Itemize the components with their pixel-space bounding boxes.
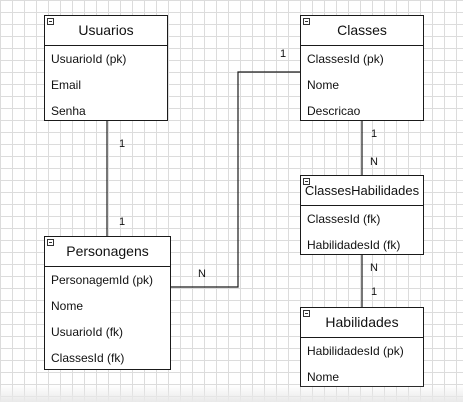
entity-field[interactable]: UsuarioId (fk) bbox=[51, 325, 124, 339]
collapse-icon[interactable] bbox=[47, 239, 54, 246]
entity-title: Personagens bbox=[66, 243, 149, 259]
connector-classes-personagens bbox=[170, 71, 300, 288]
entity-field[interactable]: Email bbox=[51, 78, 82, 92]
entity-header-classeshabilidades[interactable]: ClassesHabilidades bbox=[301, 176, 423, 206]
entity-title: Classes bbox=[337, 22, 387, 38]
entity-field[interactable]: Descricao bbox=[307, 104, 361, 118]
entity-title: ClassesHabilidades bbox=[304, 183, 420, 198]
entity-field[interactable]: UsuarioId (pk) bbox=[51, 52, 127, 66]
cardinality-label: N bbox=[370, 262, 378, 274]
entity-classeshabilidades[interactable]: ClassesHabilidades ClassesId (fk) Habili… bbox=[300, 175, 424, 255]
collapse-icon[interactable] bbox=[303, 310, 310, 317]
entity-field[interactable]: Senha bbox=[51, 104, 86, 118]
cardinality-label: 1 bbox=[280, 48, 287, 60]
entity-usuarios[interactable]: Usuarios UsuarioId (pk) Email Senha bbox=[44, 15, 168, 121]
entity-header-habilidades[interactable]: Habilidades bbox=[301, 308, 423, 338]
entity-field[interactable]: HabilidadesId (pk) bbox=[307, 344, 404, 358]
entity-header-personagens[interactable]: Personagens bbox=[45, 237, 170, 267]
entity-habilidades[interactable]: Habilidades HabilidadesId (pk) Nome bbox=[300, 307, 424, 387]
collapse-icon[interactable] bbox=[303, 178, 310, 185]
cardinality-label: N bbox=[198, 268, 206, 280]
cardinality-label: 1 bbox=[119, 216, 126, 228]
entity-title: Habilidades bbox=[325, 314, 399, 330]
entity-field[interactable]: Nome bbox=[307, 78, 340, 92]
entity-title: Usuarios bbox=[78, 22, 134, 38]
entity-field[interactable]: ClassesId (pk) bbox=[307, 52, 384, 66]
entity-field[interactable]: ClassesId (fk) bbox=[307, 212, 381, 226]
entity-field[interactable]: HabilidadesId (fk) bbox=[307, 238, 401, 252]
bottom-fade bbox=[0, 385, 463, 402]
cardinality-label: N bbox=[370, 156, 378, 168]
entity-field[interactable]: Nome bbox=[307, 370, 340, 384]
entity-field[interactable]: ClassesId (fk) bbox=[51, 351, 125, 365]
entity-header-usuarios[interactable]: Usuarios bbox=[45, 16, 167, 46]
entity-classes[interactable]: Classes ClassesId (pk) Nome Descricao bbox=[300, 15, 424, 121]
entity-field[interactable]: PersonagemId (pk) bbox=[51, 273, 154, 287]
collapse-icon[interactable] bbox=[303, 18, 310, 25]
collapse-icon[interactable] bbox=[47, 18, 54, 25]
cardinality-label: 1 bbox=[119, 138, 126, 150]
cardinality-label: 1 bbox=[371, 128, 378, 140]
entity-personagens[interactable]: Personagens PersonagemId (pk) Nome Usuar… bbox=[44, 236, 171, 370]
cardinality-label: 1 bbox=[371, 286, 378, 298]
entity-header-classes[interactable]: Classes bbox=[301, 16, 423, 46]
entity-field[interactable]: Nome bbox=[51, 299, 84, 313]
